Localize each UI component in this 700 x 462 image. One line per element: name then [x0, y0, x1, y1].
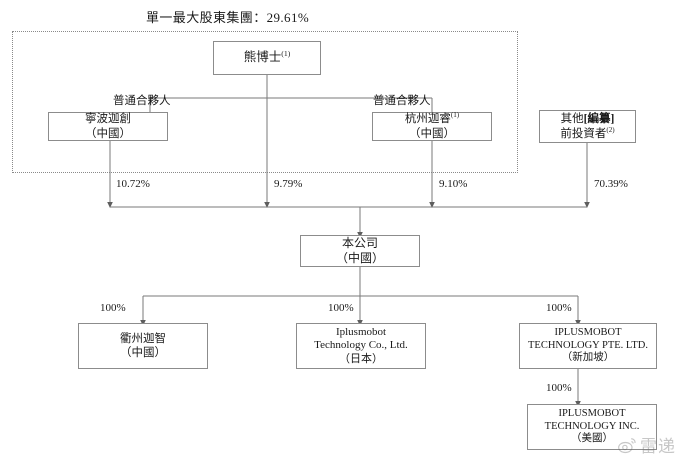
node-ningbo-name: 寧波迦創: [85, 113, 131, 126]
footnote-marker-2: (2): [606, 125, 615, 134]
node-company-name: 本公司: [341, 236, 378, 251]
pct-others: 70.39%: [594, 178, 628, 190]
weibo-icon: [617, 435, 637, 455]
pct-usa: 100%: [546, 382, 572, 394]
watermark: 雷递: [617, 432, 676, 457]
node-quzhou-name: 衢州迦智: [120, 332, 166, 345]
node-quzhou-country: （中國）: [120, 347, 166, 359]
node-usa-country: （美國）: [571, 433, 613, 445]
node-iplusmobot-singapore: IPLUSMOBOT TECHNOLOGY PTE. LTD. （新加坡）: [519, 323, 657, 369]
node-singapore-country: （新加坡）: [561, 352, 615, 364]
node-other-pre-ipo-investors: 其他[編纂] 前投資者(2): [539, 110, 636, 143]
pct-ningbo: 10.72%: [116, 178, 150, 190]
node-others-name: 其他[編纂]: [560, 113, 615, 126]
node-usa-name1: IPLUSMOBOT: [558, 407, 626, 419]
node-japan-country: （日本）: [339, 352, 383, 365]
node-usa-name2: TECHNOLOGY INC.: [544, 420, 640, 432]
node-hangzhou-name: 杭州迦睿(1): [404, 111, 460, 126]
pct-japan: 100%: [328, 302, 354, 314]
pct-hangzhou: 9.10%: [439, 178, 468, 190]
node-singapore-name2: TECHNOLOGY PTE. LTD.: [528, 339, 648, 351]
pct-founder-direct: 9.79%: [274, 178, 303, 190]
footnote-marker-1b: (1): [450, 111, 460, 120]
pct-quzhou: 100%: [100, 302, 126, 314]
node-iplusmobot-usa: IPLUSMOBOT TECHNOLOGY INC. （美國）: [527, 404, 657, 450]
chart-title: 單一最大股東集團：29.61%: [146, 10, 310, 25]
node-others-subtitle: 前投資者(2): [560, 125, 615, 140]
node-founder: 熊博士(1): [213, 41, 321, 75]
node-japan-name1: Iplusmobot: [335, 325, 387, 338]
node-ningbo-country: （中國）: [85, 127, 131, 140]
general-partner-label-right: 普通合夥人: [373, 95, 431, 107]
general-partner-label-left: 普通合夥人: [113, 95, 171, 107]
node-ningbo-jiachuang: 寧波迦創 （中國）: [48, 112, 168, 141]
node-quzhou-jiazhi: 衢州迦智 （中國）: [78, 323, 208, 369]
watermark-text: 雷递: [640, 437, 676, 456]
node-japan-name2: Technology Co., Ltd.: [314, 339, 408, 352]
node-hangzhou-country: （中國）: [409, 127, 455, 140]
node-singapore-name1: IPLUSMOBOT: [554, 326, 622, 338]
node-company-country: （中國）: [335, 251, 384, 265]
node-hangzhou-jiarui: 杭州迦睿(1) （中國）: [372, 112, 492, 141]
node-others-editorial-tag: [編纂]: [583, 113, 615, 126]
node-the-company: 本公司 （中國）: [300, 235, 420, 267]
pct-singapore: 100%: [546, 302, 572, 314]
footnote-marker-1: (1): [281, 49, 291, 59]
node-founder-label: 熊博士(1): [243, 49, 291, 65]
shareholder-group-outline: [12, 31, 518, 173]
node-iplusmobot-japan: Iplusmobot Technology Co., Ltd. （日本）: [296, 323, 426, 369]
